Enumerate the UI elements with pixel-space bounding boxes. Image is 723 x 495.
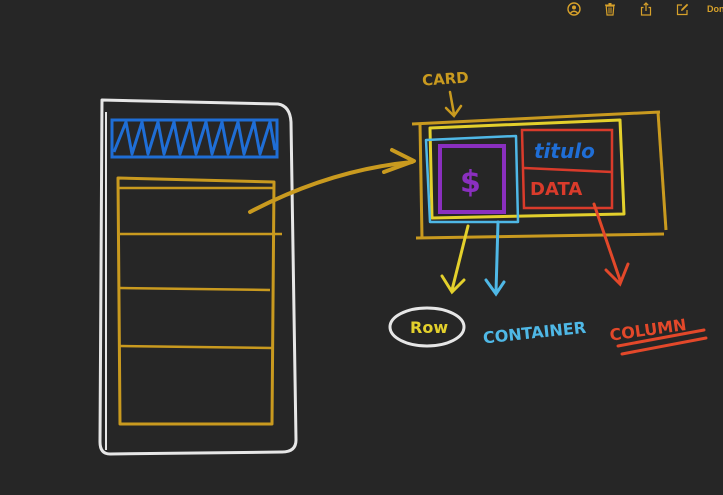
container-arrow <box>484 220 506 297</box>
row-to-card-arrow <box>248 148 416 214</box>
card-label: CARD <box>421 68 469 89</box>
row-label: Row <box>410 318 448 337</box>
delete-button[interactable] <box>599 0 621 18</box>
container-box-scribble <box>424 134 520 224</box>
trash-icon <box>605 3 615 16</box>
container-label: CONTAINER <box>482 318 587 348</box>
row-arrow <box>440 224 470 295</box>
row-label-circle <box>388 306 466 348</box>
header-bar-scribble <box>110 118 279 159</box>
done-button[interactable]: Don <box>707 4 723 14</box>
title-text: titulo <box>534 139 595 163</box>
data-text: DATA <box>530 179 582 200</box>
top-toolbar: Don <box>563 0 723 18</box>
card-inner-scribble <box>428 118 626 220</box>
column-scribble <box>520 128 614 210</box>
dollar-icon: $ <box>460 165 481 200</box>
column-arrow <box>592 202 630 287</box>
edit-icon <box>676 3 688 15</box>
share-icon <box>640 2 652 16</box>
share-person-icon <box>567 2 581 16</box>
list-scribble <box>116 176 282 426</box>
icon-box-scribble <box>438 144 506 214</box>
share-button[interactable] <box>635 0 657 18</box>
card-label-arrow <box>444 90 463 118</box>
column-underline <box>616 328 708 356</box>
collaborate-button[interactable] <box>563 0 585 18</box>
compose-button[interactable] <box>671 0 693 18</box>
card-outer-scribble <box>411 110 668 240</box>
phone-outline <box>98 98 298 456</box>
